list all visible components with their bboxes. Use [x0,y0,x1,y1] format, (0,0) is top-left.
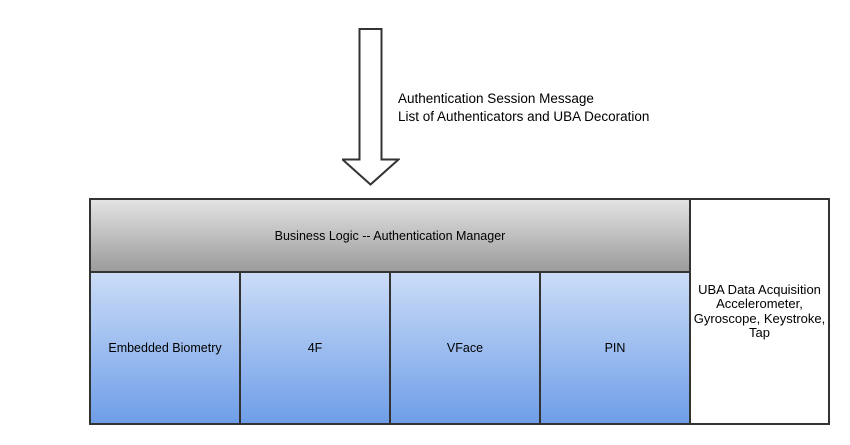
auth-box-label: VFace [446,341,484,355]
auth-box-pin: PIN [539,271,691,425]
down-arrow-shape [342,28,400,186]
arrow-annotation: Authentication Session Message List of A… [398,90,649,125]
uba-line: Gyroscope, Keystroke, [693,310,826,326]
uba-line: Tap [749,325,770,340]
authentication-manager-box: Business Logic -- Authentication Manager [89,198,691,273]
uba-line: UBA Data Acquisition [698,281,821,297]
annotation-line-1: Authentication Session Message [398,91,594,106]
auth-box-label: PIN [604,341,626,355]
uba-data-acquisition-box: UBA Data Acquisition Accelerometer, Gyro… [689,198,830,425]
down-arrow [342,28,400,186]
auth-box-label: 4F [307,341,323,355]
auth-box-vface: VFace [389,271,541,425]
authentication-manager-label: Business Logic -- Authentication Manager [274,228,506,243]
annotation-line-2: List of Authenticators and UBA Decoratio… [398,108,650,124]
uba-line: Accelerometer, [716,296,803,311]
auth-box-4f: 4F [239,271,391,425]
auth-box-label: Embedded Biometry [108,341,222,355]
auth-box-embedded-biometry: Embedded Biometry [89,271,241,425]
